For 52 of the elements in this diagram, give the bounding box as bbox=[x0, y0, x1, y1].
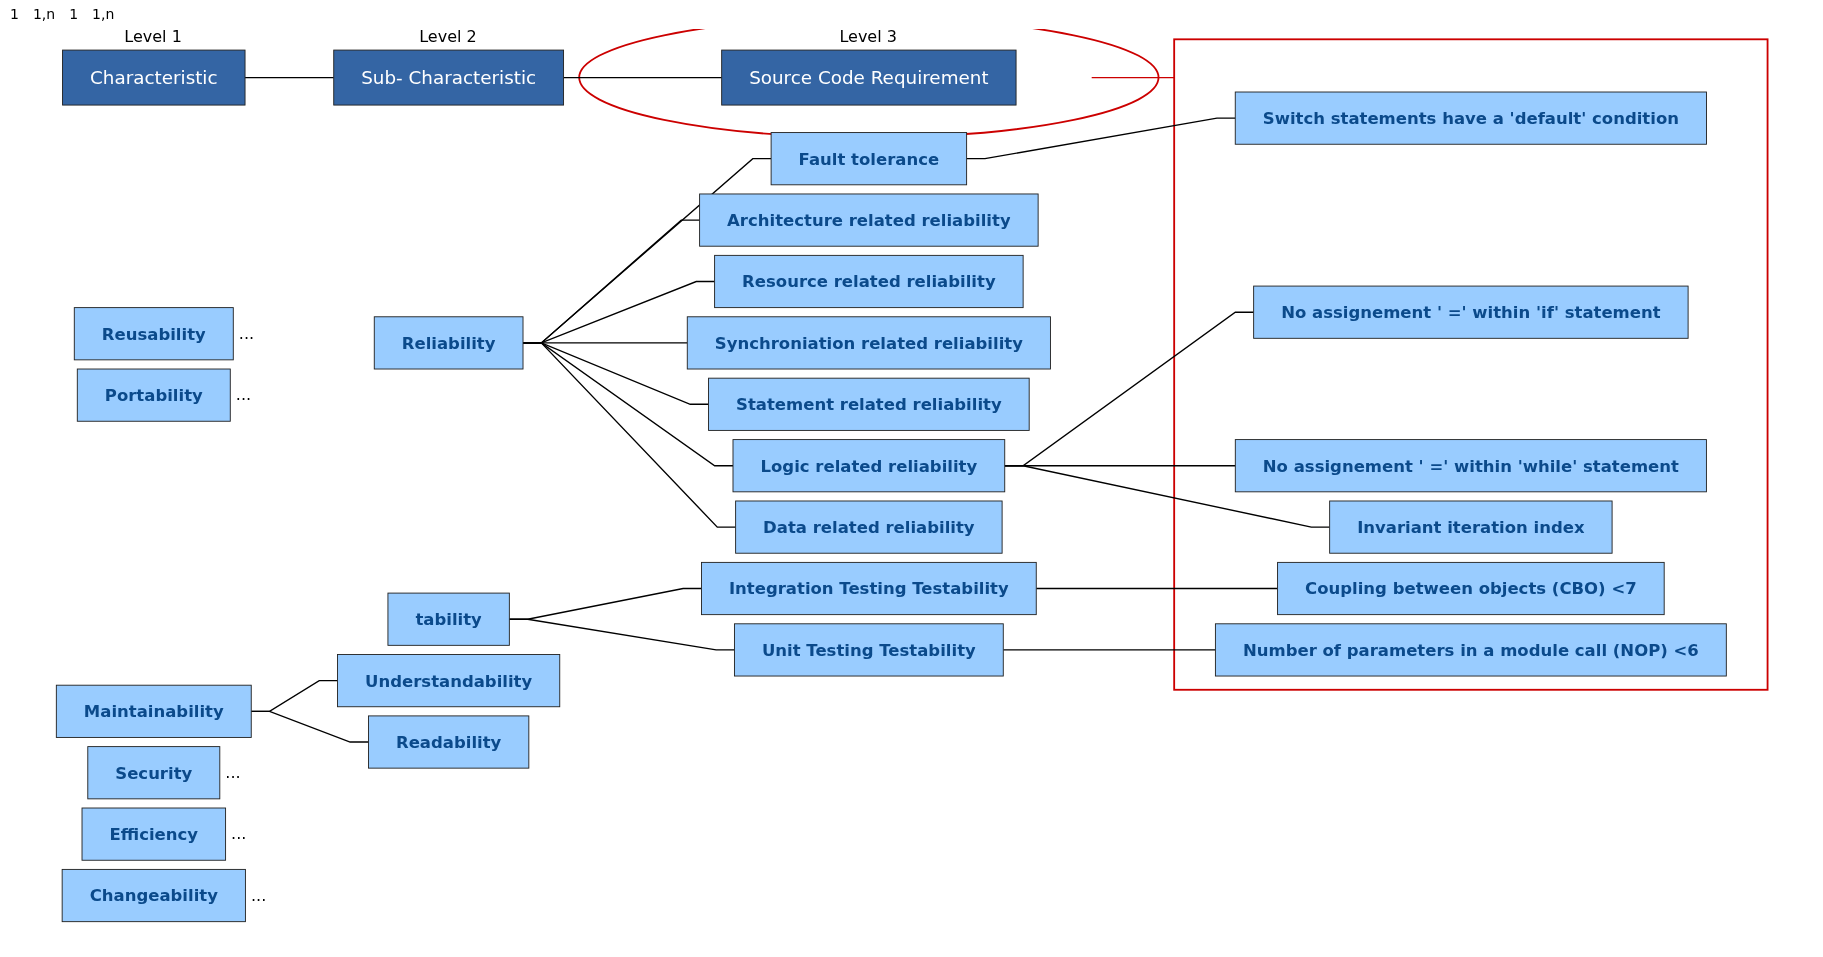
node-box: Architecture related reliability bbox=[698, 193, 1039, 247]
node-box: Characteristic bbox=[61, 49, 246, 106]
multiplicity-label: 1,n bbox=[92, 6, 115, 22]
connector bbox=[521, 341, 736, 528]
ellipsis-text: ... bbox=[235, 385, 252, 405]
node-box: Security bbox=[86, 745, 220, 799]
node-box: Readability bbox=[367, 714, 529, 769]
node-box: Fault tolerance bbox=[770, 131, 967, 185]
connector bbox=[1002, 648, 1216, 651]
node-box: Logic related reliability bbox=[732, 438, 1005, 492]
node-box: Source Code Requirement bbox=[720, 49, 1017, 106]
connector bbox=[965, 116, 1236, 159]
level-label: Level 2 bbox=[419, 26, 477, 46]
multiplicity-label: 1 bbox=[69, 6, 79, 22]
node-box: Unit Testing Testability bbox=[733, 622, 1004, 676]
level-label: Level 3 bbox=[839, 26, 897, 46]
node-box: Synchroniation related reliability bbox=[686, 315, 1051, 369]
node-box: Statement related reliability bbox=[707, 377, 1030, 431]
node-box: Data related reliability bbox=[734, 500, 1003, 554]
connector bbox=[243, 76, 334, 78]
connector bbox=[508, 618, 735, 651]
node-box: tability bbox=[387, 592, 510, 646]
node-box: Resource related reliability bbox=[713, 254, 1024, 308]
multiplicity-label: 1,n bbox=[32, 6, 56, 22]
node-box: Understandability bbox=[336, 653, 560, 707]
multiplicity-label: 1 bbox=[10, 6, 19, 22]
connector bbox=[1035, 587, 1278, 589]
node-box: Changeability bbox=[61, 868, 246, 922]
node-box: Invariant iteration index bbox=[1328, 500, 1613, 554]
node-box: Coupling between objects (CBO) <7 bbox=[1276, 561, 1665, 615]
cluster bbox=[1172, 37, 1769, 691]
node-box: Maintainability bbox=[55, 684, 252, 738]
ellipsis-text: ... bbox=[250, 885, 267, 905]
connector bbox=[250, 710, 369, 743]
node-box: Integration Testing Testability bbox=[700, 561, 1037, 615]
node-box: Efficiency bbox=[81, 807, 226, 861]
node-box: Portability bbox=[76, 368, 231, 422]
ellipsis-text: ... bbox=[231, 824, 247, 844]
node-box: Number of parameters in a module call (NOP) <6 bbox=[1214, 622, 1727, 676]
cluster bbox=[577, 28, 1159, 138]
node-box: Sub- Characteristic bbox=[332, 49, 564, 106]
node-box: Reusability bbox=[73, 306, 234, 360]
ellipsis-text: ... bbox=[238, 323, 255, 343]
connector bbox=[1090, 76, 1175, 78]
node-box: Reliability bbox=[373, 315, 523, 369]
connector bbox=[562, 76, 722, 78]
ellipsis-text: ... bbox=[225, 762, 241, 782]
level-label: Level 1 bbox=[124, 26, 182, 46]
node-box: Switch statements have a 'default' condition bbox=[1234, 91, 1707, 145]
node-box: No assignement ' =' within 'while' statement bbox=[1234, 438, 1707, 492]
node-box: No assignement ' =' within 'if' statement bbox=[1252, 285, 1689, 339]
connector bbox=[1003, 464, 1330, 528]
